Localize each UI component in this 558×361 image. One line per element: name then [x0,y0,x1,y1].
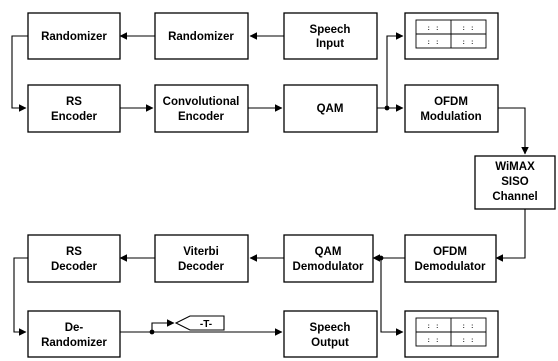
block-rs-encoder[interactable]: RS Encoder [27,84,121,133]
block-de-randomizer-label-2: Randomizer [41,337,107,349]
block-speech-output[interactable]: Speech Output [283,310,378,358]
wire-ofdm-to-channel [498,107,529,155]
scope-bottom-glyph: : : [427,336,440,344]
block-qam-demodulator-label-2: Demodulator [293,261,364,273]
block-qam[interactable]: QAM [283,84,378,133]
scope-display-top[interactable]: : : : : : : : : [404,12,499,60]
block-speech-input[interactable]: Speech Input [283,12,378,60]
block-de-randomizer[interactable]: De- Randomizer [27,310,121,358]
goto-tag-label: -T- [200,319,212,330]
scope-bottom-glyph: : : [462,336,475,344]
block-ofdm-demodulator-label-2: Demodulator [415,261,486,273]
wire-to-scope-bottom [380,258,404,336]
wire-channel-to-ofdm-demod [495,209,526,262]
block-speech-input-label-1: Speech [310,24,351,36]
scope-top-glyph: : : [427,24,440,32]
block-ofdm-modulation-label-1: OFDM [434,96,468,108]
scope-top-glyph: : : [427,38,440,46]
block-randomizer-2-label: Randomizer [168,31,234,43]
block-viterbi-decoder-label-1: Viterbi [183,246,219,258]
block-de-randomizer-label-1: De- [65,322,84,334]
block-ofdm-demodulator-label-1: OFDM [433,246,467,258]
wire-randomizer1-to-rs-encoder [11,35,28,112]
block-viterbi-decoder[interactable]: Viterbi Decoder [154,234,249,283]
scope-bottom-glyph: : : [462,322,475,330]
block-rs-encoder-label-1: RS [66,96,82,108]
wire-to-goto-tag [151,319,175,332]
block-randomizer-1[interactable]: Randomizer [27,12,121,60]
block-ofdm-modulation[interactable]: OFDM Modulation [404,84,499,133]
wire-qam-to-scope-top [386,32,404,108]
block-convolutional-encoder-label-2: Encoder [178,111,225,123]
block-randomizer-2[interactable]: Randomizer [154,12,249,60]
block-rs-encoder-label-2: Encoder [51,111,98,123]
junction-dot-top [384,105,390,111]
block-rs-decoder-label-1: RS [66,246,82,258]
junction-dot-bottom [378,255,384,261]
scope-bottom-glyph: : : [427,322,440,330]
wire-rs-decoder-to-derandomizer [13,257,28,336]
scope-top-glyph: : : [462,38,475,46]
block-qam-demodulator-label-1: QAM [315,246,342,258]
block-speech-output-label-2: Output [311,337,349,349]
scope-top-glyph: : : [462,24,475,32]
block-ofdm-modulation-label-2: Modulation [420,111,481,123]
block-speech-output-label-1: Speech [310,322,351,334]
block-speech-input-label-2: Input [316,38,344,50]
block-convolutional-encoder[interactable]: Convolutional Encoder [154,84,249,133]
block-qam-demodulator[interactable]: QAM Demodulator [283,234,374,283]
block-wimax-siso-channel[interactable]: WiMAX SISO Channel [474,155,556,210]
junction-dot-output [149,329,155,335]
block-viterbi-decoder-label-2: Decoder [178,261,225,273]
block-channel-label-2: SISO [501,176,529,188]
scope-display-bottom[interactable]: : : : : : : : : [404,310,499,358]
block-rs-decoder[interactable]: RS Decoder [27,234,121,283]
block-channel-label-3: Channel [492,191,537,203]
block-convolutional-encoder-label-1: Convolutional [163,96,240,108]
block-randomizer-1-label: Randomizer [41,31,107,43]
goto-tag[interactable]: -T- [174,315,225,331]
block-ofdm-demodulator[interactable]: OFDM Demodulator [404,234,497,283]
block-channel-label-1: WiMAX [495,161,535,173]
block-qam-label: QAM [317,103,344,115]
block-rs-decoder-label-2: Decoder [51,261,98,273]
